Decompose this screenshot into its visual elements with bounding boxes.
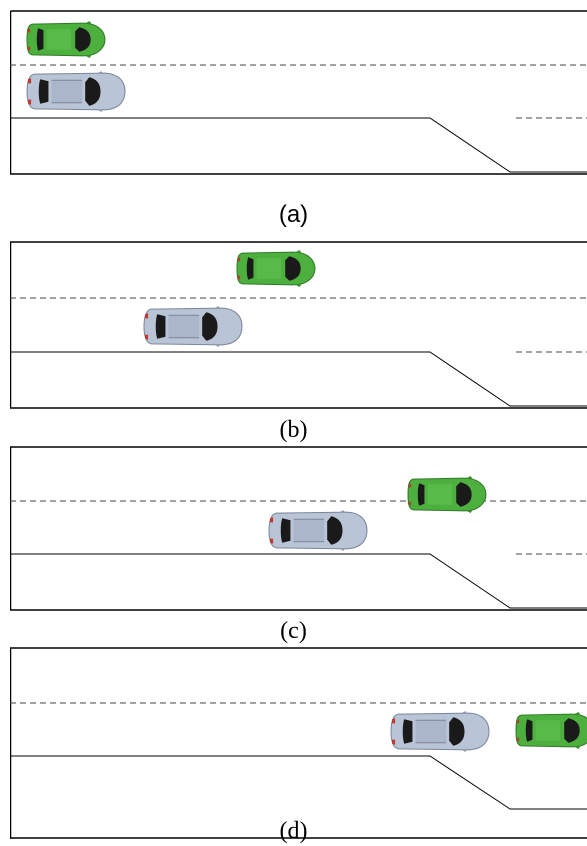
merge-lane-edge [10,117,587,173]
merge-lane-edge [10,351,587,407]
green-car [26,21,106,58]
caption-b: (b) [279,417,308,443]
road-scene-b [10,241,587,409]
merge-lane-edge [10,755,587,810]
road-scene-d [10,647,587,839]
caption-d: (d) [279,818,308,844]
silver-car [26,71,126,112]
panel-c [10,446,587,611]
green-car [407,476,487,513]
panel-a [10,10,587,175]
panel-d [10,647,587,841]
silver-car [143,306,243,347]
caption-a: (a) [278,201,309,228]
silver-car [268,510,368,551]
road-scene-a [10,10,587,175]
road-scene-c [10,446,587,611]
merge-lane-edge [10,553,587,609]
caption-c: (c) [280,618,307,644]
green-car [236,250,316,287]
panel-b [10,241,587,409]
silver-car [390,711,490,752]
green-car [515,712,587,749]
